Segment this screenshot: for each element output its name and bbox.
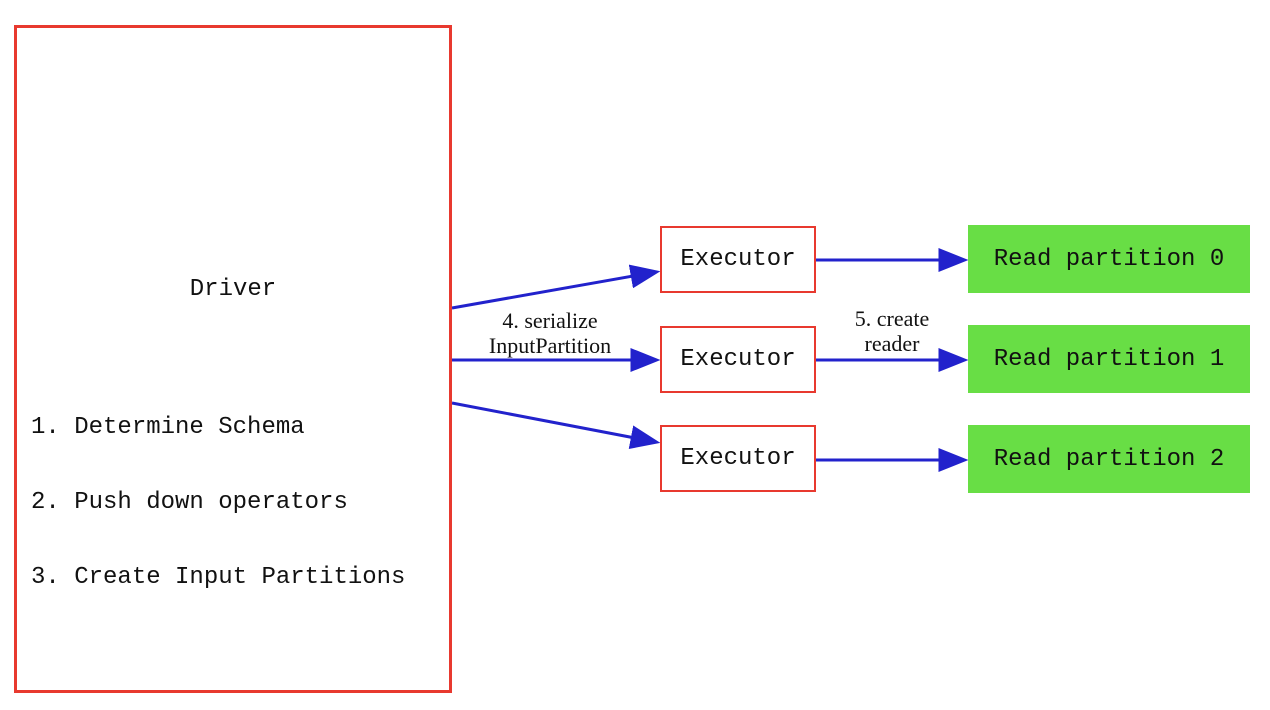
- driver-title: Driver: [189, 276, 277, 303]
- driver-step-1: 1. Determine Schema: [31, 414, 305, 441]
- create-reader-label-line-2: reader: [864, 331, 920, 356]
- serialize-label-line-1: 4. serialize: [502, 308, 598, 333]
- serialize-label-line-2: InputPartition: [488, 333, 612, 358]
- executor-box-1: Executor: [660, 226, 816, 293]
- executor-box-3: Executor: [660, 425, 816, 492]
- read-partition-label-2: Read partition 2: [993, 445, 1225, 473]
- read-partition-label-0: Read partition 0: [993, 245, 1225, 273]
- read-partition-label-1: Read partition 1: [993, 345, 1225, 373]
- driver-steps: 1. Determine Schema 2. Push down operato…: [31, 365, 405, 640]
- executor-label-1: Executor: [680, 246, 796, 273]
- arrow-driver-to-executor-1: [451, 264, 661, 310]
- arrow-driver-to-executor-3: [451, 401, 661, 449]
- executor-box-2: Executor: [660, 326, 816, 393]
- read-partition-box-2: Read partition 2: [968, 425, 1250, 493]
- executor-label-2: Executor: [680, 346, 796, 373]
- create-reader-label: 5. create reader: [812, 306, 972, 356]
- serialize-inputpartition-label: 4. serialize InputPartition: [450, 308, 650, 358]
- driver-step-2: 2. Push down operators: [31, 489, 348, 516]
- create-reader-label-line-1: 5. create: [854, 306, 930, 331]
- read-partition-box-1: Read partition 1: [968, 325, 1250, 393]
- driver-box: [14, 25, 452, 693]
- read-partition-box-0: Read partition 0: [968, 225, 1250, 293]
- executor-label-3: Executor: [680, 445, 796, 472]
- driver-step-3: 3. Create Input Partitions: [31, 564, 406, 591]
